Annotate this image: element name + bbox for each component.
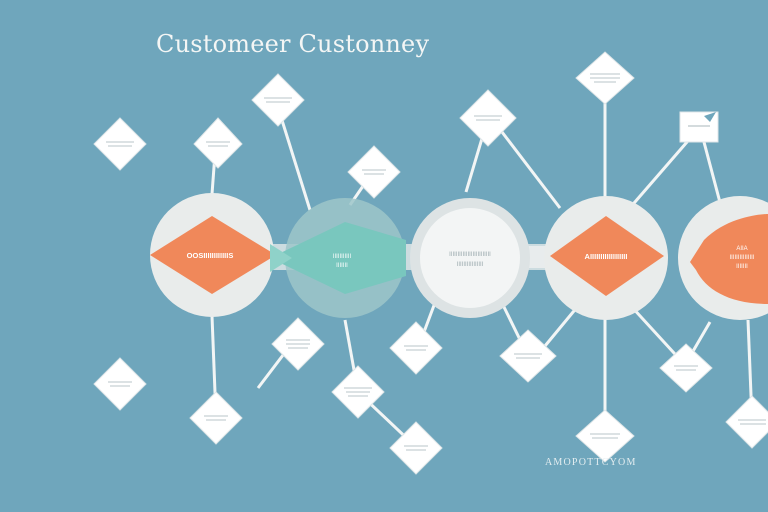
stage-4[interactable]: AIIIIIIIIIIIIIIIIII bbox=[544, 196, 668, 320]
stage-3-label: IIIIIIIIIIIIIIIIIIIIIIIII bbox=[449, 252, 491, 258]
touchpoint-diamond bbox=[347, 145, 401, 199]
placeholder-text-lines bbox=[106, 73, 766, 451]
touchpoint-diamond bbox=[575, 409, 635, 463]
stage-4-label: AIIIIIIIIIIIIIIIIII bbox=[585, 252, 628, 261]
document-card bbox=[679, 111, 719, 143]
touchpoint-diamond bbox=[389, 321, 443, 375]
stage-2-label: IIIIIIIIIII bbox=[333, 254, 352, 260]
stage-2-sublabel: IIIIIII bbox=[336, 263, 348, 269]
touchpoint-diamond bbox=[499, 329, 557, 383]
touchpoint-diamond bbox=[725, 395, 768, 449]
touchpoint-diamond bbox=[251, 73, 305, 127]
touchpoint-diamond bbox=[93, 117, 147, 171]
stage-5[interactable]: AIIA IIIIIIIIIIIIIII IIIIIII bbox=[678, 196, 768, 320]
touchpoint-diamond bbox=[193, 117, 243, 169]
stage-5-sublabel2: IIIIIII bbox=[736, 264, 748, 270]
stage-1[interactable]: OOSIIIIIIIIIIIIS bbox=[150, 193, 276, 317]
stage-2[interactable]: IIIIIIIIIII IIIIIII bbox=[270, 198, 406, 318]
stage-5-sublabel: IIIIIIIIIIIIIII bbox=[729, 255, 754, 261]
touchpoint-diamond bbox=[93, 357, 147, 411]
touchpoint-diamond bbox=[459, 89, 517, 147]
stage-3[interactable]: IIIIIIIIIIIIIIIIIIIIIIIII IIIIIIIIIIIIII… bbox=[410, 198, 530, 318]
touchpoint-diamond bbox=[659, 343, 713, 393]
stage-3-sublabel: IIIIIIIIIIIIIIII bbox=[457, 262, 484, 268]
stage-1-label: OOSIIIIIIIIIIIIS bbox=[187, 251, 234, 260]
footer-caption: AMOPOTTCYOM bbox=[545, 457, 637, 468]
diagram-title: Customeer Custonney bbox=[156, 30, 430, 58]
touchpoint-diamond bbox=[389, 421, 443, 475]
touchpoint-diamond bbox=[189, 391, 243, 445]
stage-5-label: AIIA bbox=[736, 246, 747, 252]
